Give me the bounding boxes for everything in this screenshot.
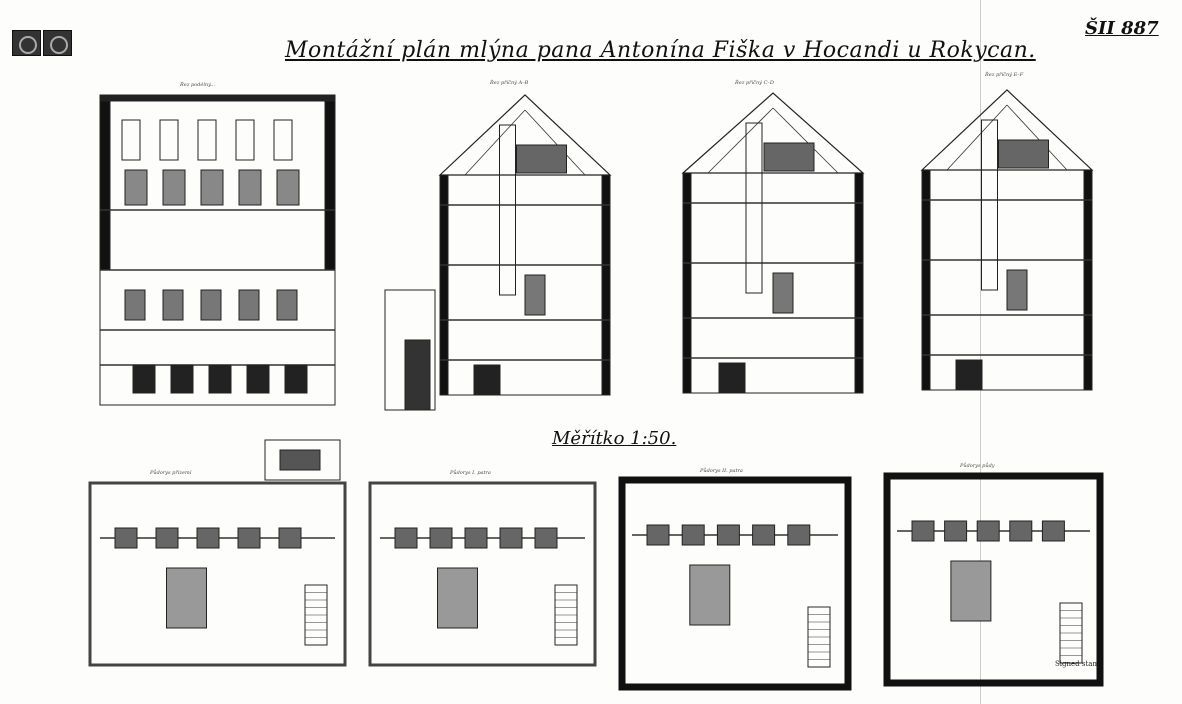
archive-stamp: [12, 30, 72, 56]
sheet-number: ŠII 887: [1085, 18, 1159, 39]
millstone: [955, 359, 983, 391]
machine: [646, 524, 670, 546]
caption-section-4: Řez příčný E–F: [985, 72, 1024, 78]
machine: [787, 524, 811, 546]
machine: [1041, 520, 1065, 542]
millstone: [473, 364, 501, 396]
wall: [324, 94, 336, 271]
wall: [854, 172, 864, 394]
wall: [682, 172, 692, 394]
wall: [601, 174, 611, 396]
longitudinal-section: [99, 94, 336, 406]
sifter: [998, 139, 1049, 169]
machine: [1009, 520, 1033, 542]
millstone-base: [170, 364, 194, 394]
millstone-base: [284, 364, 308, 394]
millstone-base: [132, 364, 156, 394]
signature: Signed stamp: [1055, 660, 1104, 668]
mill: [524, 274, 546, 316]
scale-label: Měřítko 1:50.: [552, 428, 677, 449]
line-art: [707, 107, 774, 174]
machine: [159, 119, 179, 161]
machine: [237, 527, 261, 549]
hopper: [124, 169, 148, 206]
mill: [772, 272, 794, 314]
machine: [911, 520, 935, 542]
attic-plan: [883, 472, 1104, 687]
machine: [534, 527, 558, 549]
first-floor-plan: [368, 481, 597, 667]
machine: [681, 524, 705, 546]
elevator-shaft: [499, 124, 516, 296]
line-art: [464, 109, 526, 176]
wall: [1083, 169, 1093, 391]
roof-beam: [99, 94, 336, 102]
hopper: [162, 169, 186, 206]
machine: [752, 524, 776, 546]
annex: [264, 439, 341, 481]
machine: [976, 520, 1000, 542]
equipment: [166, 567, 207, 629]
caption-plan-3: Půdorys II. patra: [700, 468, 743, 474]
machine: [464, 527, 488, 549]
machine: [197, 119, 217, 161]
machine: [394, 527, 418, 549]
fold-line: [980, 0, 981, 704]
line-art: [1006, 104, 1068, 171]
sifter: [516, 144, 567, 174]
elevator-shaft: [745, 122, 763, 294]
hopper: [200, 169, 224, 206]
machine: [114, 527, 138, 549]
machine: [716, 524, 740, 546]
machine: [429, 527, 453, 549]
mill: [124, 289, 146, 321]
mill: [238, 289, 260, 321]
millstone: [718, 362, 746, 394]
ground-floor-plan: [88, 481, 347, 667]
mill: [276, 289, 298, 321]
water-wheel: [404, 339, 431, 411]
machine: [273, 119, 293, 161]
wall: [921, 169, 931, 391]
machine: [944, 520, 968, 542]
caption-plan-2: Půdorys I. patra: [450, 470, 491, 476]
millstone-base: [246, 364, 270, 394]
machine: [235, 119, 255, 161]
mill: [1006, 269, 1028, 311]
hopper: [238, 169, 262, 206]
caption-plan-4: Půdorys půdy: [960, 463, 995, 469]
wall: [99, 94, 111, 271]
machine: [196, 527, 220, 549]
millstone-base: [208, 364, 232, 394]
machine: [499, 527, 523, 549]
elevator-shaft: [981, 119, 998, 291]
mill: [162, 289, 184, 321]
equipment: [437, 567, 478, 629]
machine: [121, 119, 141, 161]
second-floor-plan: [618, 476, 852, 691]
wall: [439, 174, 449, 396]
caption-section-1: Řez podélný...: [180, 82, 216, 88]
machine: [278, 527, 302, 549]
mill: [200, 289, 222, 321]
caption-section-3: Řez příčný C–D: [735, 80, 774, 86]
sifter: [763, 142, 815, 172]
line-art: [772, 107, 839, 174]
drawing-title: Montážní plán mlýna pana Antonína Fiška …: [285, 38, 1036, 63]
caption-section-2: Řez příčný A–B: [490, 80, 529, 86]
line-art: [946, 104, 1008, 171]
hopper: [276, 169, 300, 206]
caption-plan-1: Půdorys přízemí: [150, 470, 192, 476]
gear: [279, 449, 321, 471]
line-art: [524, 109, 586, 176]
machine: [155, 527, 179, 549]
equipment: [950, 560, 992, 622]
equipment: [689, 564, 731, 626]
